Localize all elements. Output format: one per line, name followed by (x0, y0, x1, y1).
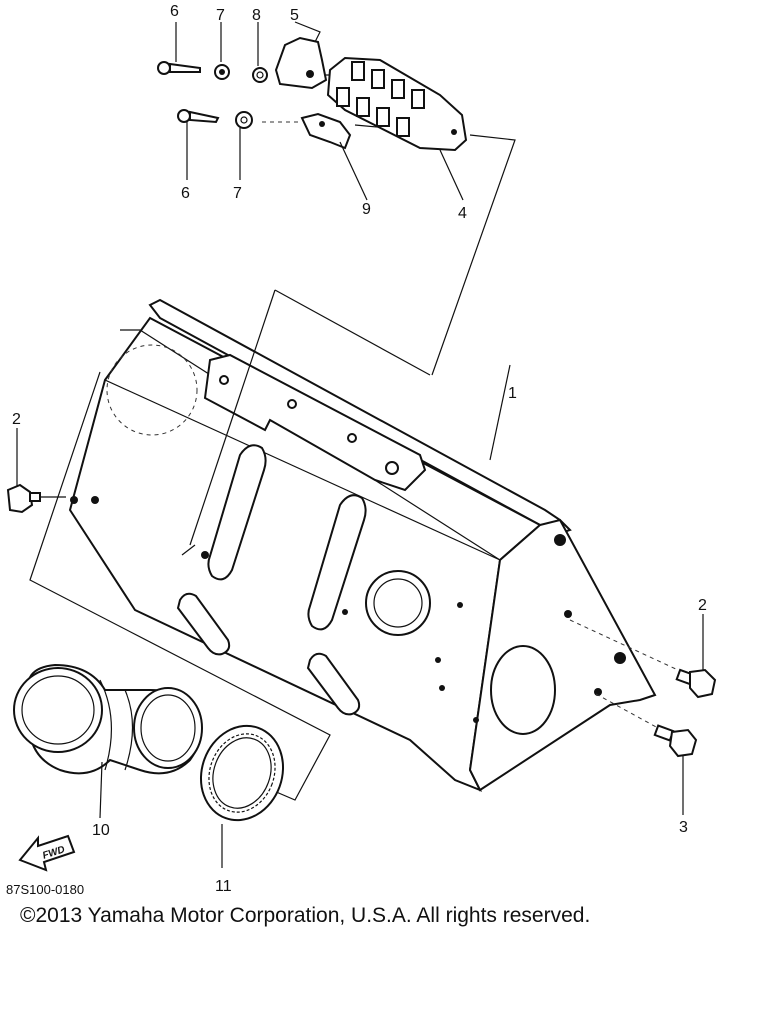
gasket-ring (199, 724, 285, 868)
callout-11: 11 (215, 878, 232, 895)
callout-2-right: 2 (698, 597, 707, 614)
diagram-code: 87S100-0180 (6, 882, 84, 897)
bolt-right (675, 614, 717, 699)
callout-9: 9 (362, 201, 371, 218)
callout-8: 8 (252, 7, 261, 24)
bolt-left (6, 428, 41, 514)
main-panel (68, 298, 657, 792)
callout-3: 3 (679, 819, 688, 836)
callout-6-top: 6 (170, 3, 179, 20)
callout-7-top: 7 (216, 7, 225, 24)
callout-2-left: 2 (12, 411, 21, 428)
callout-10: 10 (92, 822, 110, 839)
fwd-arrow-icon: FWD (18, 834, 76, 872)
copyright-notice: ©2013 Yamaha Motor Corporation, U.S.A. A… (20, 904, 591, 927)
bolt-3 (653, 724, 698, 815)
callout-1: 1 (508, 385, 517, 402)
callout-5: 5 (290, 7, 299, 24)
top-hardware (157, 21, 468, 201)
callout-6-bottom: 6 (181, 185, 190, 202)
intake-boot (13, 663, 203, 819)
callout-4: 4 (458, 205, 467, 222)
callouts: 6 7 8 5 6 7 9 4 1 2 2 3 10 11 (12, 3, 707, 895)
callout-7-bottom: 7 (233, 185, 242, 202)
